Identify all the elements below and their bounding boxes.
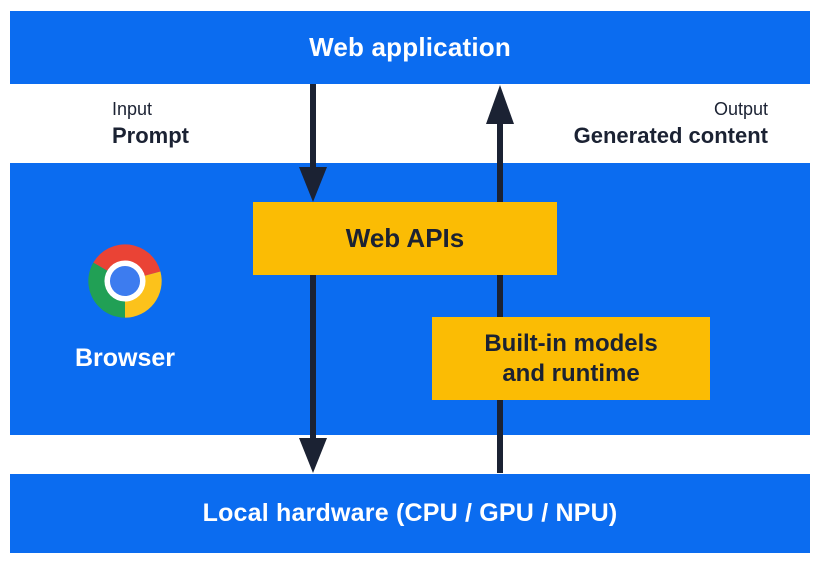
chrome-logo-icon [88,244,162,318]
web-apis-label: Web APIs [345,223,465,253]
web-apis-box: Web APIs [253,202,557,275]
web-application-bar: Web application [10,11,810,84]
local-hardware-label: Local hardware (CPU / GPU / NPU) [202,499,618,527]
builtin-models-box: Built-in models and runtime [432,317,710,400]
builtin-models-label-line2: and runtime [502,359,640,387]
output-value-label: Generated content [573,123,768,148]
browser-label: Browser [74,344,176,372]
input-value-label: Prompt [112,123,189,148]
output-label-group: Output Generated content [574,96,768,150]
builtin-models-label-line1: Built-in models [484,329,658,357]
input-kind-label: Input [112,99,153,119]
web-application-label: Web application [309,32,511,62]
input-label-group: Input Prompt [112,96,189,150]
output-kind-label: Output [713,99,768,119]
local-hardware-bar: Local hardware (CPU / GPU / NPU) [10,474,810,553]
